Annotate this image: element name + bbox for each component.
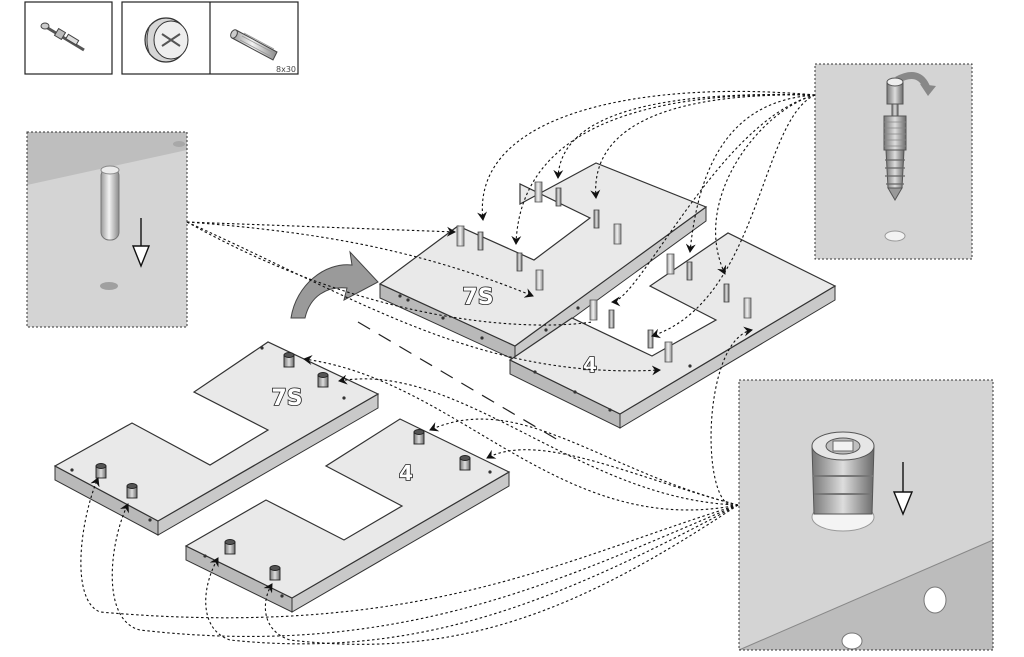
- alignment-guide-line: [357, 321, 559, 441]
- detail-cam-lock: [738, 379, 994, 651]
- panel-7s-upper: 7S: [378, 162, 708, 361]
- panel-label-4-upper: 4: [583, 353, 597, 377]
- parts-legend: 8x30: [24, 1, 299, 75]
- panel-4-upper: 4: [508, 232, 837, 429]
- panel-label-7s-lower: 7S: [271, 386, 302, 411]
- panel-7s-lower: 7S: [53, 341, 380, 536]
- cam-lock-icon: [144, 17, 189, 63]
- detail-cam-bolt: [814, 63, 973, 260]
- panel-4-lower: 4: [184, 418, 511, 613]
- cam-bolt-icon: [40, 22, 85, 52]
- detail-dowel-insertion: [26, 131, 188, 328]
- panel-label-4-lower: 4: [399, 461, 413, 485]
- wooden-dowel-icon: [230, 29, 278, 61]
- flip-rotation-arrow: [290, 250, 379, 319]
- dowel-size-caption: 8x30: [276, 65, 296, 74]
- leader-arrows: [80, 90, 816, 645]
- panel-label-7s-upper: 7S: [462, 285, 493, 310]
